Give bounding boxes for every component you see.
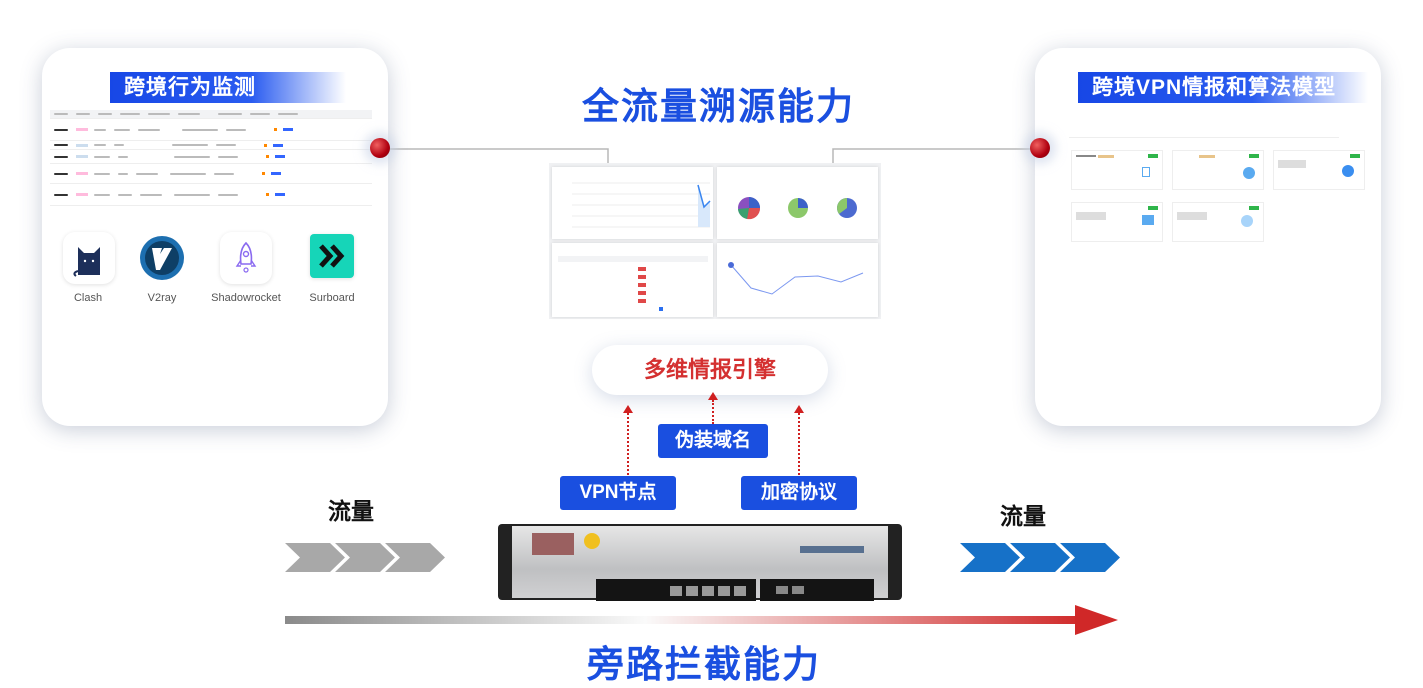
surboard-chevrons-icon [310,234,354,278]
clash-cat-icon [63,232,115,284]
app-label: V2ray [147,292,177,304]
red-node-dot [1030,138,1050,158]
domain-table-panel [552,243,713,317]
table-row[interactable] [50,141,372,150]
intel-engine-pill: 多维情报引擎 [592,345,828,395]
traceability-title: 全流量溯源能力 [582,86,855,127]
bypass-arrow [285,605,1118,635]
table-row[interactable] [50,184,372,206]
intel-card[interactable] [1172,202,1264,242]
traffic-in-label: 流量 [328,498,374,524]
arrow-up-icon [794,405,804,475]
filter-bar[interactable] [1069,134,1339,138]
app-label: Surboard [309,292,355,304]
behavior-monitor-card: 跨境行为监测 Clash V2ray Shadowrocket Surboard [42,48,388,426]
vpn-node-label: VPN节点 [560,476,676,510]
monitor-table [50,110,372,206]
dashboard-screenshot [549,163,881,319]
intel-card[interactable] [1273,150,1365,190]
table-header [50,110,372,119]
intel-card[interactable] [1172,150,1264,190]
gateway-device [498,524,902,601]
red-node-dot [370,138,390,158]
vpn-intel-card: 跨境VPN情报和算法模型 [1035,48,1381,426]
encryption-protocol-label: 加密协议 [741,476,857,510]
bypass-title: 旁路拦截能力 [587,644,821,685]
table-row[interactable] [50,119,372,141]
arrow-up-icon [708,392,718,424]
card-title: 跨境行为监测 [110,72,346,103]
app-label: Shadowrocket [211,292,281,304]
pie-charts-panel [717,167,878,239]
intel-card[interactable] [1071,150,1163,190]
traffic-chart-panel [552,167,713,239]
arrow-up-icon [623,405,633,475]
rocket-icon [220,232,272,284]
traffic-out-label: 流量 [1000,503,1046,529]
trend-line-panel [717,243,878,317]
table-row[interactable] [50,150,372,164]
table-row[interactable] [50,164,372,184]
intel-card[interactable] [1071,202,1163,242]
app-label: Clash [73,292,103,304]
disguised-domain-label: 伪装域名 [658,424,768,458]
v2ray-icon [136,232,188,284]
card-title: 跨境VPN情报和算法模型 [1078,72,1368,103]
